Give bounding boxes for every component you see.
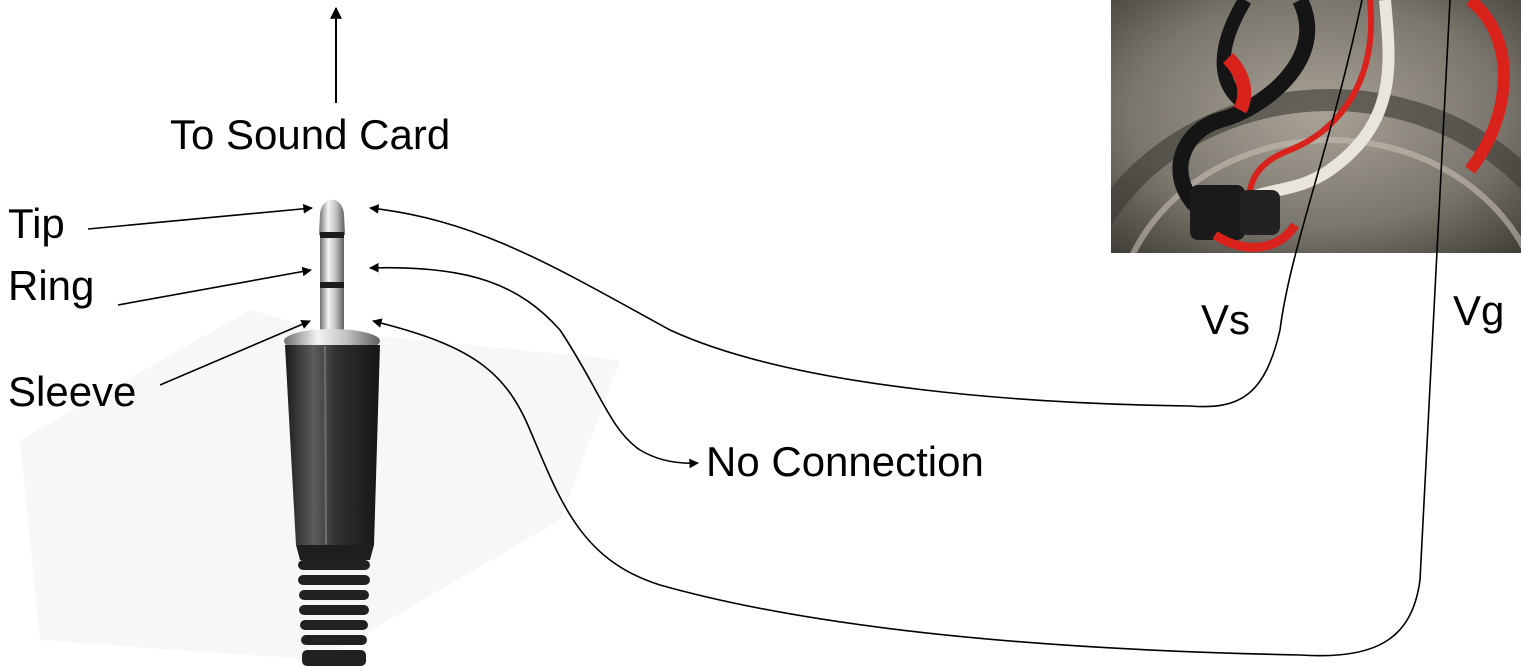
sleeve-pointer-arrow <box>159 319 311 386</box>
to-sound-card-label: To Sound Card <box>170 111 451 158</box>
ring-label: Ring <box>8 262 95 309</box>
sleeve-to-vg-wire <box>372 0 1451 657</box>
strain-relief-spring <box>298 560 370 666</box>
sleeve-label: Sleeve <box>8 368 137 415</box>
vs-label: Vs <box>1201 296 1251 343</box>
no-connection-label: No Connection <box>706 438 984 485</box>
tip-pointer-arrow <box>87 204 313 230</box>
vg-label: Vg <box>1453 287 1505 334</box>
ring-to-no-connection-wire <box>369 262 699 469</box>
plug-photo <box>20 199 620 666</box>
ring-pointer-arrow <box>117 266 312 306</box>
tip-label: Tip <box>8 200 65 247</box>
sensor-photo <box>1111 0 1521 253</box>
